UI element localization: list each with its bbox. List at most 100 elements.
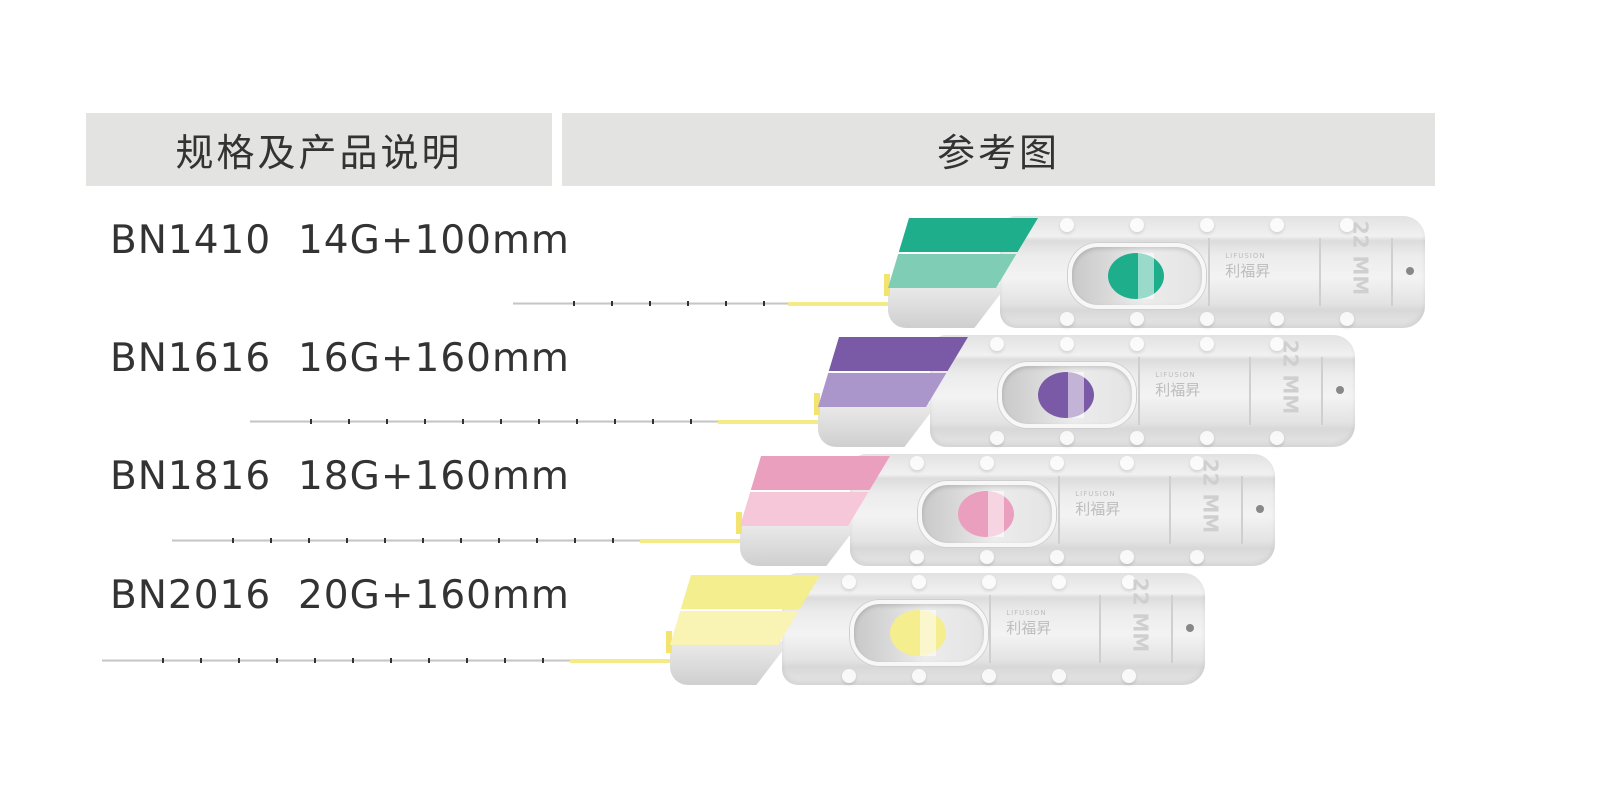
grip-rib xyxy=(980,550,994,564)
stroke-length-label: 22 MM xyxy=(1278,339,1303,415)
grip-rib xyxy=(1200,218,1214,232)
depth-mark xyxy=(536,538,538,543)
divider xyxy=(1241,476,1243,544)
depth-mark xyxy=(687,301,689,306)
needle-hub xyxy=(718,420,828,424)
grip-rib xyxy=(1052,669,1066,683)
grip-rib xyxy=(1270,431,1284,445)
depth-mark xyxy=(763,301,765,306)
depth-mark xyxy=(538,419,540,424)
depth-mark xyxy=(504,658,506,663)
depth-mark xyxy=(348,419,350,424)
grip-rib xyxy=(1052,575,1066,589)
depth-mark xyxy=(614,419,616,424)
indicator-dot xyxy=(1405,267,1414,275)
depth-mark xyxy=(386,419,388,424)
grip-rib xyxy=(910,550,924,564)
depth-mark xyxy=(460,538,462,543)
needle-shaft xyxy=(250,419,828,424)
grip-rib xyxy=(1190,550,1204,564)
grip-rib xyxy=(1130,312,1144,326)
depth-mark xyxy=(542,658,544,663)
grip-rib xyxy=(910,456,924,470)
grip-rib xyxy=(842,575,856,589)
depth-mark xyxy=(428,658,430,663)
grip-rib xyxy=(1050,550,1064,564)
depth-mark xyxy=(270,538,272,543)
depth-mark xyxy=(200,658,202,663)
divider xyxy=(1318,238,1321,306)
divider xyxy=(989,595,992,663)
grip-rib xyxy=(842,669,856,683)
grip-rib xyxy=(1060,431,1074,445)
depth-mark xyxy=(238,658,240,663)
slider-knob[interactable] xyxy=(889,610,946,656)
grip-rib xyxy=(1130,218,1144,232)
depth-mark xyxy=(649,301,651,306)
depth-mark xyxy=(422,538,424,543)
depth-mark xyxy=(573,301,575,306)
grip-rib xyxy=(912,669,926,683)
divider xyxy=(1321,357,1323,425)
stylet-base xyxy=(888,284,1008,328)
grip-rib xyxy=(1060,218,1074,232)
needle-shaft xyxy=(172,538,750,543)
slider-knob[interactable] xyxy=(958,491,1014,537)
indicator-dot xyxy=(1255,505,1264,513)
grip-rib xyxy=(912,575,926,589)
divider xyxy=(1138,357,1141,425)
depth-mark xyxy=(690,419,692,424)
grip-rib xyxy=(1200,431,1214,445)
grip-rib xyxy=(1190,456,1204,470)
grip-rib xyxy=(1120,550,1134,564)
stroke-length-label: 22 MM xyxy=(1198,458,1223,534)
grip-rib xyxy=(1130,337,1144,351)
grip-rib xyxy=(1122,669,1136,683)
depth-mark xyxy=(611,301,613,306)
depth-mark xyxy=(500,419,502,424)
needle-shaft xyxy=(513,301,898,306)
divider xyxy=(1248,357,1251,425)
spec-column-header: 规格及产品说明 xyxy=(86,113,552,186)
slider-knob[interactable] xyxy=(1038,372,1094,418)
stroke-length-label: 22 MM xyxy=(1348,220,1373,296)
depth-mark xyxy=(466,658,468,663)
divider xyxy=(1168,476,1171,544)
depth-mark xyxy=(576,419,578,424)
depth-mark xyxy=(276,658,278,663)
hub-clip xyxy=(666,631,672,653)
needle-hub xyxy=(570,659,680,663)
slider-knob[interactable] xyxy=(1108,253,1164,299)
indicator-dot xyxy=(1185,624,1194,632)
slider-window xyxy=(1068,243,1206,309)
divider xyxy=(1099,595,1102,663)
stylet-base xyxy=(818,403,938,447)
depth-mark xyxy=(498,538,500,543)
grip-rib xyxy=(990,431,1004,445)
stylet-base xyxy=(740,522,860,566)
grip-rib xyxy=(1200,337,1214,351)
depth-mark xyxy=(612,538,614,543)
divider xyxy=(1171,595,1174,663)
needle-hub xyxy=(788,302,898,306)
slider-window xyxy=(918,481,1056,547)
divider xyxy=(1208,238,1211,306)
needle-shaft xyxy=(102,658,680,663)
stroke-length-label: 22 MM xyxy=(1128,577,1153,653)
product-spec-bn2016: BN2016 20G+160mm xyxy=(110,573,570,618)
indicator-dot xyxy=(1335,386,1344,394)
grip-rib xyxy=(1060,337,1074,351)
slider-window xyxy=(998,362,1136,428)
depth-mark xyxy=(162,658,164,663)
grip-rib xyxy=(1050,456,1064,470)
color-cap xyxy=(888,218,1038,288)
divider xyxy=(1391,238,1393,306)
depth-mark xyxy=(346,538,348,543)
